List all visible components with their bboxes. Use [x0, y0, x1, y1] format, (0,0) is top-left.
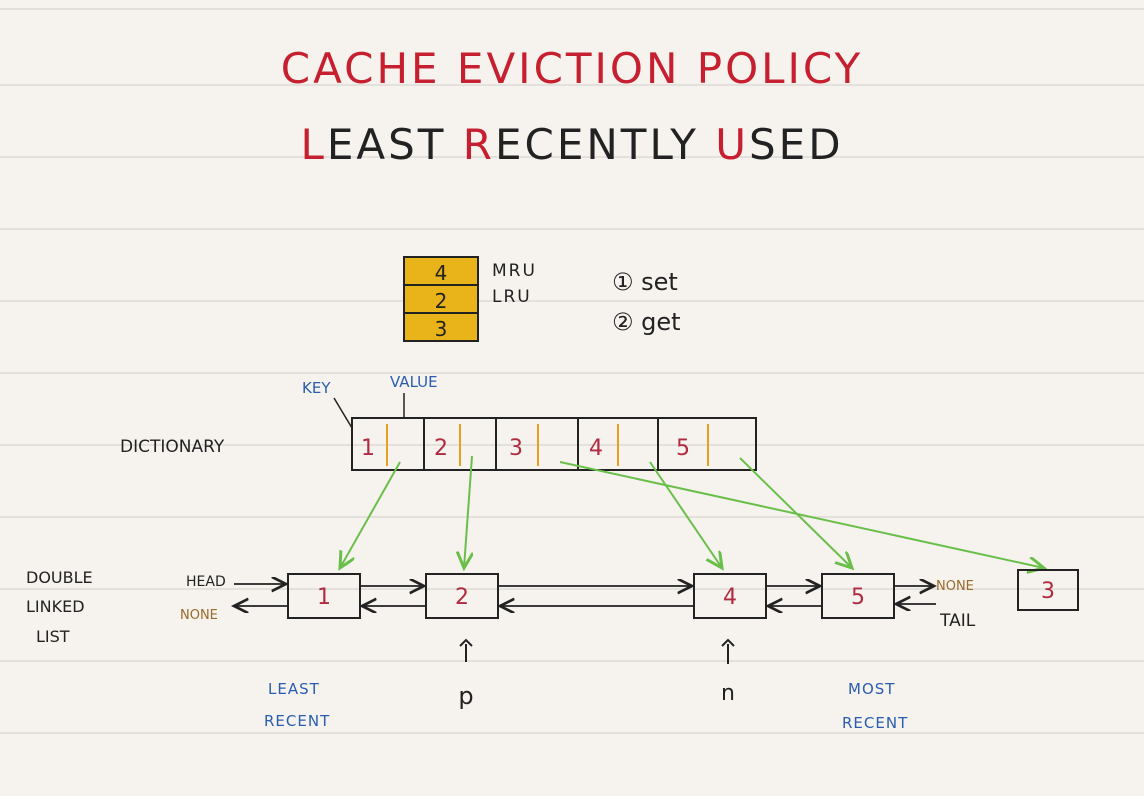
node-links	[360, 586, 822, 606]
title-part2: ECENTLY	[494, 120, 699, 169]
least-recent-line2: RECENT	[264, 712, 330, 730]
node-1	[287, 573, 361, 619]
dict-key-2: 2	[434, 436, 448, 461]
pointer-p: p	[458, 638, 474, 710]
tail-label: TAIL	[939, 611, 976, 631]
title-part1: EAST	[326, 120, 463, 169]
mru-label: MRU	[492, 261, 537, 281]
key-pointer-line	[333, 397, 353, 429]
stack-cell-top	[403, 256, 479, 286]
none-left-label: NONE	[180, 608, 218, 623]
stack-cell-bottom	[403, 312, 479, 342]
arrow-key1-to-node1	[340, 461, 401, 568]
dict-key-4: 4	[589, 436, 603, 461]
dictionary-label: DICTIONARY	[120, 437, 225, 457]
title-cache-eviction-policy: CACHE EVICTION POLICY	[280, 44, 864, 93]
dll-label-line3: LIST	[36, 627, 70, 646]
stack-value-1: 2	[435, 289, 448, 313]
key-label: KEY	[302, 379, 331, 397]
lru-stack: 4 2 3 MRU LRU	[403, 256, 537, 342]
operation-set: ① set	[612, 268, 678, 296]
pointer-n: n	[721, 638, 735, 706]
title-least-recently-used: LEAST RECENTLY USED	[0, 120, 1144, 169]
title-r: R	[462, 120, 495, 169]
pointer-n-label: n	[721, 681, 735, 706]
node-1-value: 1	[317, 585, 331, 610]
stack-value-2: 3	[435, 317, 448, 341]
arrow-key3-to-node3	[559, 461, 1044, 568]
stack-cell-middle	[403, 284, 479, 314]
stack-value-0: 4	[435, 261, 448, 285]
node-4	[693, 573, 767, 619]
dict-key-5: 5	[676, 436, 690, 461]
node-3-value: 3	[1041, 579, 1055, 604]
node-3-detached	[1017, 569, 1079, 611]
arrow-key4-to-node4	[649, 461, 722, 568]
node-5-value: 5	[851, 585, 865, 610]
none-right-label: NONE	[936, 579, 974, 594]
dict-key-1: 1	[361, 436, 375, 461]
dictionary-to-node-arrows	[340, 455, 1044, 568]
dll-label-line2: LINKED	[26, 597, 85, 616]
arrow-key2-to-node2	[464, 455, 472, 568]
value-label: VALUE	[390, 373, 438, 391]
least-recent-line1: LEAST	[268, 680, 320, 698]
operation-get: ② get	[612, 308, 681, 336]
title-u: U	[698, 120, 750, 169]
head-label: HEAD	[186, 574, 226, 590]
dll-label-line1: DOUBLE	[26, 568, 93, 587]
most-recent-line2: RECENT	[842, 714, 908, 732]
dict-key-3: 3	[509, 436, 523, 461]
lru-label: LRU	[492, 287, 532, 307]
node-2	[425, 573, 499, 619]
node-2-value: 2	[455, 585, 469, 610]
most-recent-line1: MOST	[848, 680, 895, 698]
dictionary-outline	[351, 417, 757, 471]
title-part3: SED	[749, 120, 844, 169]
dictionary-table: 1 2 3 4 5	[351, 417, 757, 471]
node-4-value: 4	[723, 585, 737, 610]
title-l: L	[300, 120, 327, 169]
pointer-p-label: p	[458, 682, 473, 710]
